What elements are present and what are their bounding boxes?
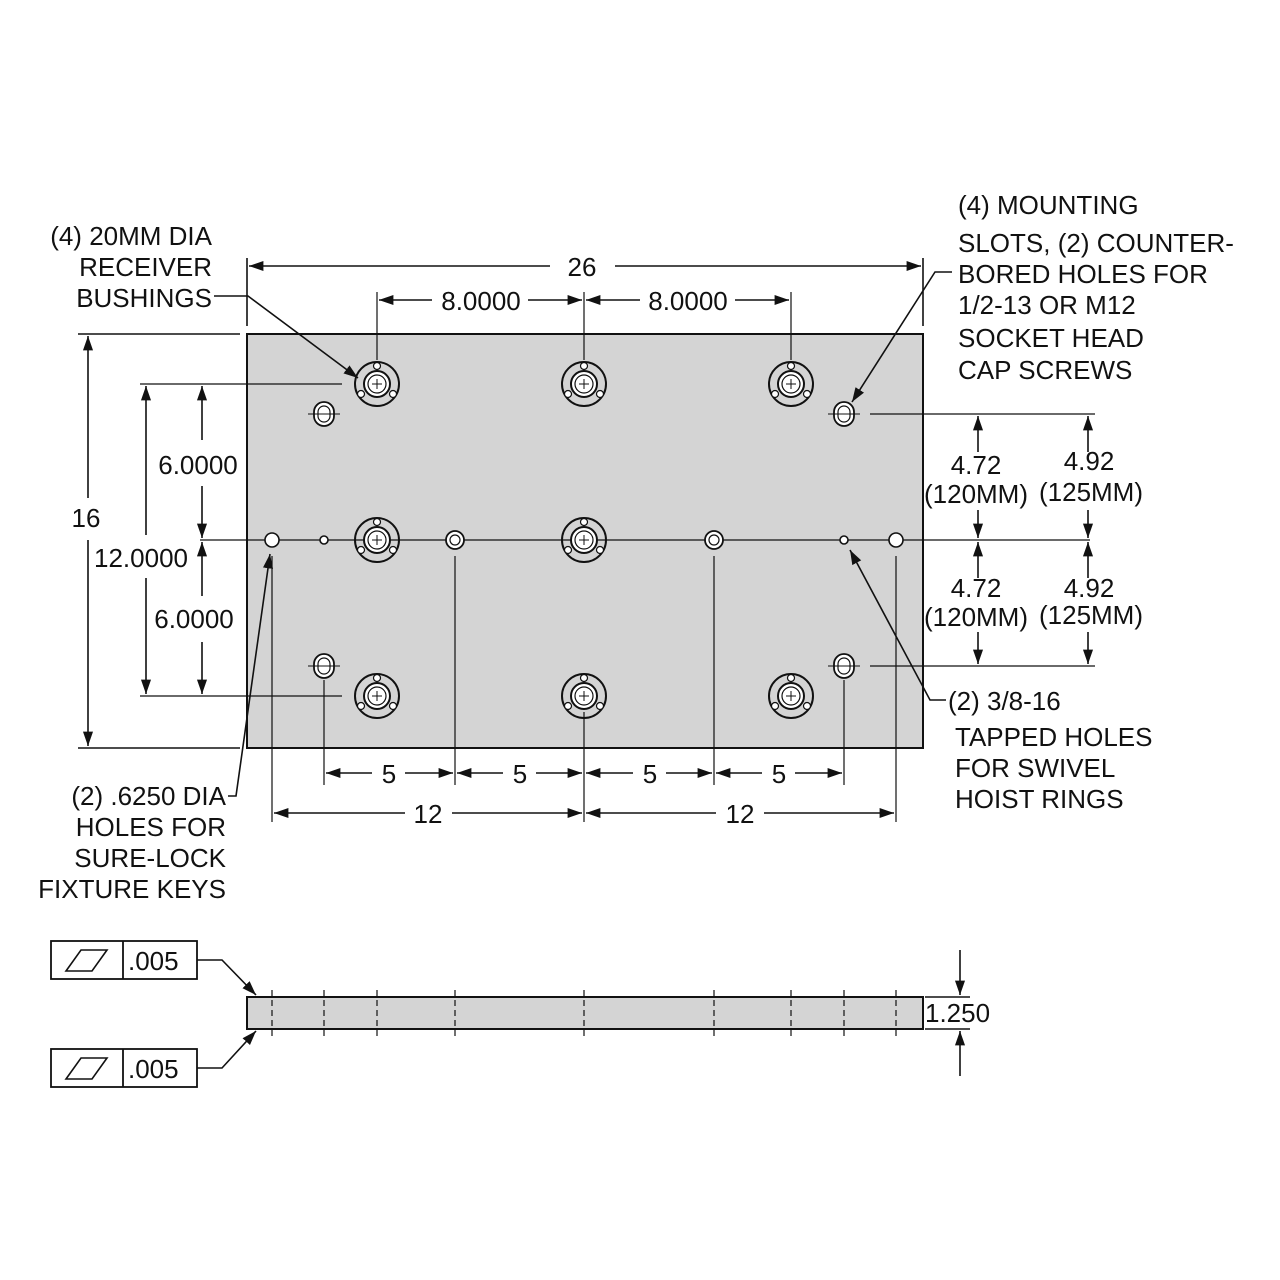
dim-bushing-pitch: 8.0000 8.0000: [379, 286, 789, 316]
svg-text:(4) MOUNTING: (4) MOUNTING: [958, 190, 1139, 220]
mounting-slots: [308, 401, 860, 679]
dim-spacing-2: 5: [513, 759, 527, 789]
svg-text:HOLES FOR: HOLES FOR: [76, 812, 226, 842]
dim-half-width: 12 12: [274, 799, 894, 829]
dim-upper-472: 4.72: [951, 450, 1002, 480]
dim-vertical-total: 12.0000: [94, 386, 188, 694]
dim-vertical-halves: 6.0000 6.0000: [154, 386, 238, 694]
svg-text:TAPPED HOLES: TAPPED HOLES: [955, 722, 1152, 752]
svg-text:SOCKET HEAD: SOCKET HEAD: [958, 323, 1144, 353]
tolerance-value-top: .005: [128, 946, 179, 976]
tapped-holes: [319, 535, 849, 545]
tolerance-value-bottom: .005: [128, 1054, 179, 1084]
bushing: [354, 361, 400, 407]
dim-lower-492: 4.92: [1064, 573, 1115, 603]
dim-upper-125mm: (125MM): [1039, 477, 1143, 507]
dim-spacing-4: 5: [772, 759, 786, 789]
dim-upper-6: 6.0000: [158, 450, 238, 480]
dim-slot-offsets: 4.72 (120MM) 4.92 (125MM) 4.72 (120MM) 4…: [924, 416, 1143, 664]
side-view-centerlines: [271, 990, 897, 1036]
dim-pitch-left: 8.0000: [441, 286, 521, 316]
dim-12-left: 12: [414, 799, 443, 829]
dim-overall-height: 16: [72, 333, 240, 749]
svg-text:RECEIVER: RECEIVER: [79, 252, 212, 282]
callout-tapped-holes: (2) 3/8-16 TAPPED HOLES FOR SWIVEL HOIST…: [849, 549, 1152, 814]
bushing: [768, 361, 814, 407]
dim-12-right: 12: [726, 799, 755, 829]
svg-text:(2) 3/8-16: (2) 3/8-16: [948, 686, 1061, 716]
svg-text:SLOTS, (2) COUNTER-: SLOTS, (2) COUNTER-: [958, 228, 1234, 258]
svg-text:BORED HOLES FOR: BORED HOLES FOR: [958, 259, 1208, 289]
dim-thickness-label: 1.250: [925, 998, 990, 1028]
svg-text:(4) 20MM DIA: (4) 20MM DIA: [50, 221, 212, 251]
tolerance-frame-top: .005: [50, 940, 257, 996]
bushing: [354, 673, 400, 719]
dim-thickness: 1.250: [925, 950, 990, 1076]
dim-pitch-right: 8.0000: [648, 286, 728, 316]
receiver-bushings: [354, 361, 814, 719]
dim-16-label: 16: [72, 503, 101, 533]
svg-text:FOR SWIVEL: FOR SWIVEL: [955, 753, 1115, 783]
dim-lower-6: 6.0000: [154, 604, 234, 634]
dim-upper-120mm: (120MM): [924, 479, 1028, 509]
dim-12-label: 12.0000: [94, 543, 188, 573]
dim-spacing-3: 5: [643, 759, 657, 789]
bushing: [354, 517, 400, 563]
svg-text:1/2-13 OR M12: 1/2-13 OR M12: [958, 290, 1136, 320]
dim-hole-spacing: 5 5 5 5: [326, 759, 842, 789]
dim-spacing-1: 5: [382, 759, 396, 789]
tolerance-frame-bottom: .005: [50, 1030, 257, 1088]
dim-26-label: 26: [568, 252, 597, 282]
svg-text:(2) .6250 DIA: (2) .6250 DIA: [71, 781, 226, 811]
centerlines: [140, 292, 1095, 822]
svg-text:BUSHINGS: BUSHINGS: [76, 283, 212, 313]
callout-fixture-keys: (2) .6250 DIA HOLES FOR SURE-LOCK FIXTUR…: [38, 553, 273, 904]
flatness-icon: [64, 1057, 109, 1080]
svg-text:CAP SCREWS: CAP SCREWS: [958, 355, 1132, 385]
bushing: [768, 673, 814, 719]
svg-text:HOIST RINGS: HOIST RINGS: [955, 784, 1124, 814]
svg-text:SURE-LOCK: SURE-LOCK: [74, 843, 226, 873]
dim-lower-125mm: (125MM): [1039, 600, 1143, 630]
flatness-icon: [64, 949, 109, 972]
plate-side-view: [246, 996, 924, 1030]
dim-upper-492: 4.92: [1064, 446, 1115, 476]
dim-overall-width: 26: [246, 252, 924, 326]
callout-mounting-slots: (4) MOUNTING SLOTS, (2) COUNTER- BORED H…: [851, 190, 1234, 403]
bushing: [561, 361, 607, 407]
fixture-key-holes: [264, 532, 904, 548]
dim-lower-472: 4.72: [951, 573, 1002, 603]
svg-text:FIXTURE KEYS: FIXTURE KEYS: [38, 874, 226, 904]
callout-receiver-bushings: (4) 20MM DIA RECEIVER BUSHINGS: [50, 221, 359, 379]
bushing: [561, 673, 607, 719]
bushing: [561, 517, 607, 563]
dim-lower-120mm: (120MM): [924, 602, 1028, 632]
